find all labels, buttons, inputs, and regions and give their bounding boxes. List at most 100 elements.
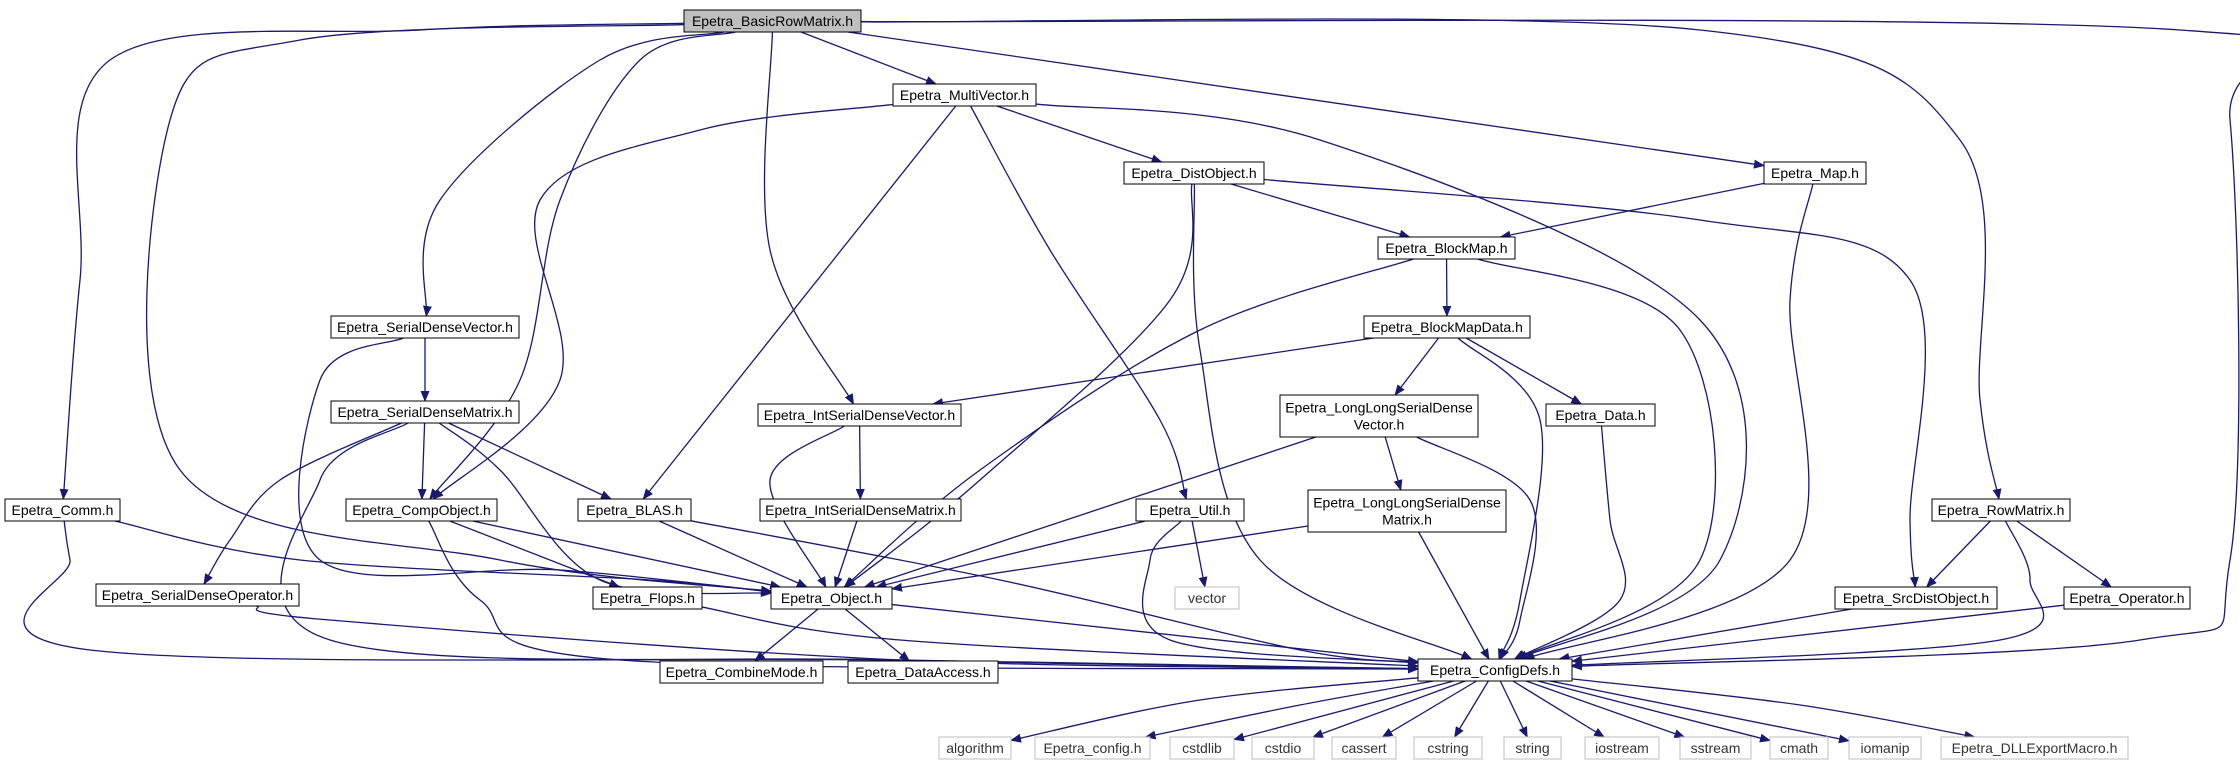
node-label: Epetra_SerialDenseVector.h (337, 319, 513, 335)
node-int-serial-dense-matrix[interactable]: Epetra_IntSerialDenseMatrix.h (759, 498, 962, 522)
node-label: Epetra_LongLongSerialDense (1285, 400, 1473, 416)
node-box (1413, 736, 1483, 760)
node-basic-row-matrix[interactable]: Epetra_BasicRowMatrix.h (683, 9, 862, 33)
node-label: Epetra_Operator.h (2069, 590, 2184, 606)
node-label: string (1515, 740, 1549, 756)
node-label: Epetra_BlockMap.h (1385, 240, 1507, 256)
edge-object-to-combine-mode (754, 608, 819, 662)
edge-config-defs-to-dll-export-macro (1571, 678, 1976, 740)
node-cmath: cmath (1769, 736, 1829, 760)
node-box (683, 9, 862, 33)
node-label: iomanip (1860, 740, 1909, 756)
node-label: Epetra_BasicRowMatrix.h (692, 13, 853, 29)
edge-object-to-data-access (844, 608, 911, 662)
node-box (1848, 736, 1922, 760)
edge-config-defs-to-cstdio (1311, 680, 1466, 738)
node-label: Epetra_CombineMode.h (666, 664, 818, 680)
node-label: Epetra_RowMatrix.h (1938, 502, 2065, 518)
node-sstream: sstream (1679, 736, 1752, 760)
node-label: algorithm (946, 740, 1004, 756)
edge-serial-dense-matrix-to-blas (448, 422, 612, 500)
node-multivector[interactable]: Epetra_MultiVector.h (892, 83, 1037, 107)
node-comp-object[interactable]: Epetra_CompObject.h (345, 498, 498, 522)
node-label: Epetra_Map.h (1771, 165, 1859, 181)
node-src-dist-object[interactable]: Epetra_SrcDistObject.h (1834, 586, 1998, 610)
node-box (592, 586, 703, 610)
edge-multivector-to-comp-object (432, 103, 894, 500)
node-label: vector (1188, 590, 1226, 606)
edge-src-dist-object-to-config-defs (1558, 608, 1852, 662)
edge-int-serial-dense-vector-to-object (769, 425, 845, 588)
node-box (330, 315, 520, 339)
edge-basic-row-matrix-to-object (145, 23, 772, 595)
node-label: Epetra_DistObject.h (1131, 165, 1256, 181)
node-string: string (1503, 736, 1562, 760)
node-label: cstdlib (1182, 740, 1222, 756)
node-iostream: iostream (1584, 736, 1660, 760)
node-box (1417, 658, 1573, 682)
node-box (1279, 394, 1479, 438)
edge-layer (23, 18, 2240, 744)
edge-basic-row-matrix-to-config-defs (860, 19, 2240, 671)
node-serial-dense-operator[interactable]: Epetra_SerialDenseOperator.h (95, 583, 300, 607)
edge-map-to-block-map (1499, 182, 1765, 240)
edge-block-map-data-to-longlong-serial-dense-vector (1394, 337, 1440, 396)
node-box (1545, 403, 1656, 427)
node-box (577, 498, 692, 522)
node-util[interactable]: Epetra_Util.h (1135, 498, 1245, 522)
edge-serial-dense-matrix-to-serial-dense-operator (203, 422, 402, 585)
node-label: Matrix.h (1382, 512, 1432, 528)
edge-serial-dense-vector-to-object (298, 337, 772, 596)
node-config-defs[interactable]: Epetra_ConfigDefs.h (1417, 658, 1573, 682)
node-block-map[interactable]: Epetra_BlockMap.h (1377, 236, 1516, 260)
node-block-map-data[interactable]: Epetra_BlockMapData.h (1363, 315, 1531, 339)
edge-basic-row-matrix-to-int-serial-dense-vector (763, 31, 855, 405)
node-int-serial-dense-vector[interactable]: Epetra_IntSerialDenseVector.h (757, 403, 962, 427)
node-label: Epetra_ConfigDefs.h (1430, 662, 1560, 678)
node-blas[interactable]: Epetra_BLAS.h (577, 498, 692, 522)
node-box (1251, 736, 1315, 760)
node-label: Epetra_DLLExportMacro.h (1952, 740, 2118, 756)
edge-config-defs-to-sstream (1525, 680, 1686, 738)
edge-comm-to-object (114, 520, 772, 596)
edge-flops-to-config-defs (701, 606, 1419, 671)
edge-data-to-config-defs (1513, 425, 1627, 660)
edge-comp-object-to-flops (449, 520, 621, 588)
edge-serial-dense-matrix-to-object (438, 422, 772, 598)
node-flops[interactable]: Epetra_Flops.h (592, 586, 703, 610)
node-label: cstdio (1265, 740, 1302, 756)
node-label: cstring (1427, 740, 1468, 756)
edge-dist-object-to-block-map (1230, 183, 1411, 239)
node-serial-dense-matrix[interactable]: Epetra_SerialDenseMatrix.h (330, 400, 520, 424)
node-box (4, 498, 121, 522)
node-box (1377, 236, 1516, 260)
node-box (892, 83, 1037, 107)
node-dist-object[interactable]: Epetra_DistObject.h (1123, 161, 1265, 185)
node-label: cmath (1780, 740, 1818, 756)
node-operator[interactable]: Epetra_Operator.h (2063, 586, 2191, 610)
edge-longlong-serial-dense-vector-to-config-defs (1416, 436, 1538, 660)
node-combine-mode[interactable]: Epetra_CombineMode.h (659, 660, 824, 684)
edge-longlong-serial-dense-vector-to-object (863, 436, 1317, 589)
node-box (345, 498, 498, 522)
node-data-access[interactable]: Epetra_DataAccess.h (847, 660, 999, 684)
node-label: Epetra_IntSerialDenseMatrix.h (765, 502, 956, 518)
node-data[interactable]: Epetra_Data.h (1545, 403, 1656, 427)
node-box (1135, 498, 1245, 522)
edge-comp-object-to-object (472, 520, 782, 590)
edge-dist-object-to-src-dist-object (1263, 178, 1926, 588)
node-serial-dense-vector[interactable]: Epetra_SerialDenseVector.h (330, 315, 520, 339)
node-label: Epetra_LongLongSerialDense (1313, 495, 1501, 511)
node-label: Epetra_SerialDenseMatrix.h (337, 404, 512, 420)
node-label: Epetra_Data.h (1555, 407, 1645, 423)
node-dll-export-macro: Epetra_DLLExportMacro.h (1940, 736, 2129, 760)
edge-dist-object-to-object (844, 183, 1194, 588)
edge-multivector-to-dist-object (996, 105, 1163, 164)
node-map[interactable]: Epetra_Map.h (1763, 161, 1867, 185)
node-comm[interactable]: Epetra_Comm.h (4, 498, 121, 522)
node-label: Epetra_SrcDistObject.h (1843, 590, 1989, 606)
node-object[interactable]: Epetra_Object.h (770, 586, 893, 610)
node-row-matrix[interactable]: Epetra_RowMatrix.h (1931, 498, 2071, 522)
